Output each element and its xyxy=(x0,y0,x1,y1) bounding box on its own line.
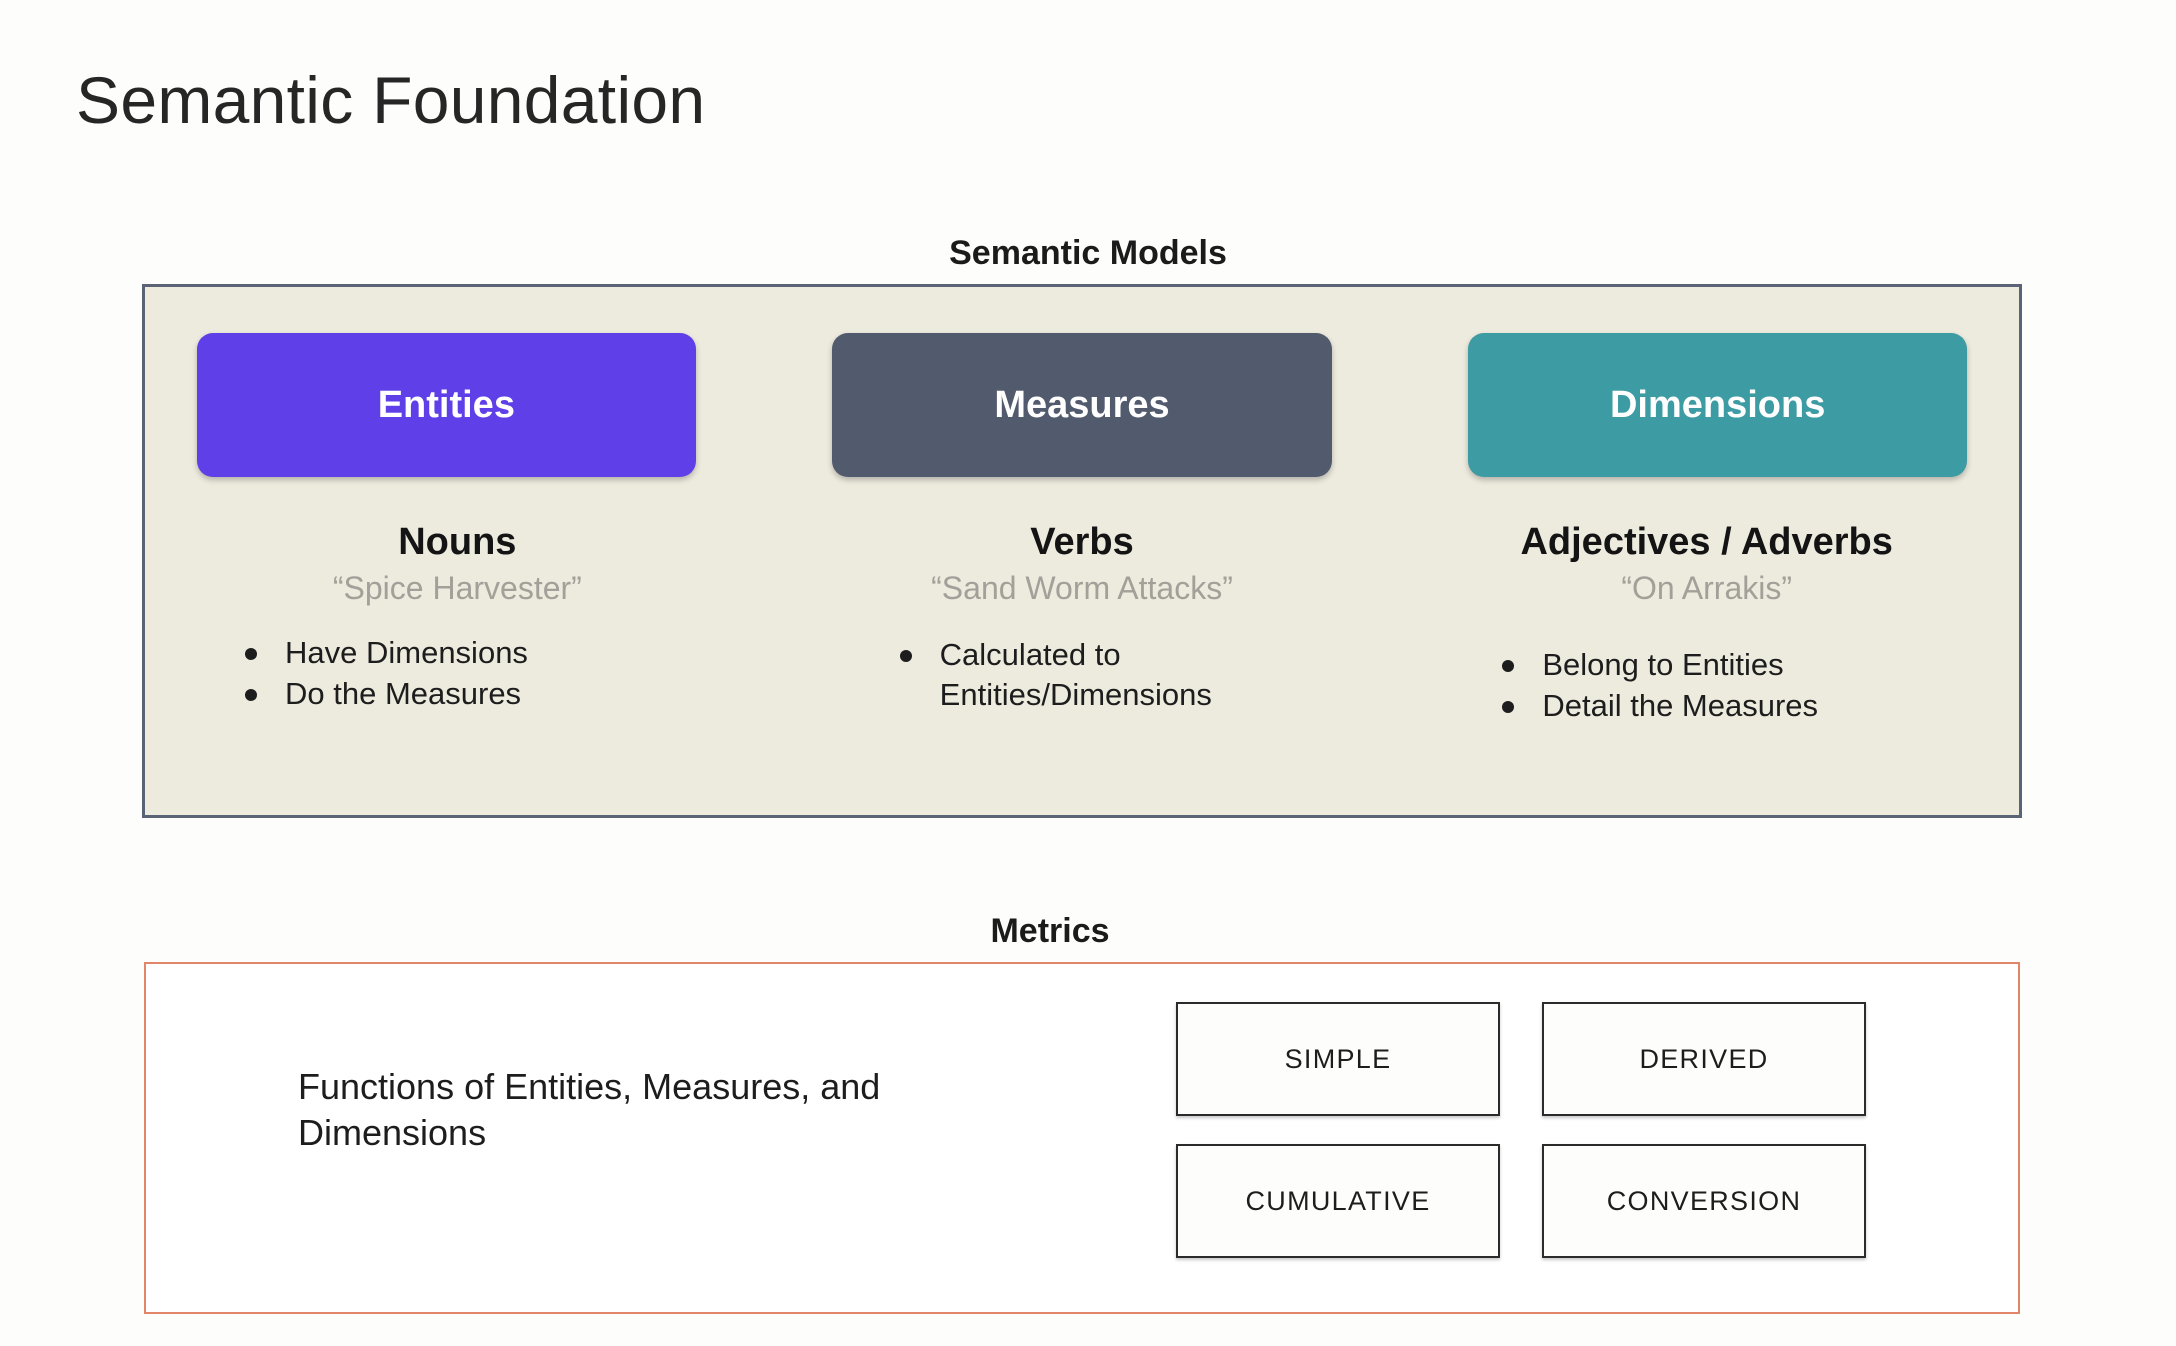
list-item: Detail the Measures xyxy=(1470,686,2019,726)
entities-chip[interactable]: Entities xyxy=(197,333,696,477)
dimensions-chip[interactable]: Dimensions xyxy=(1468,333,1968,477)
semantic-models-columns: Entities Nouns “Spice Harvester” Have Di… xyxy=(145,287,2019,815)
dimensions-part-of-speech: Adjectives / Adverbs xyxy=(1520,521,1893,563)
dimensions-example: “On Arrakis” xyxy=(1621,570,1793,606)
semantic-column-entities: Entities Nouns “Spice Harvester” Have Di… xyxy=(145,287,770,815)
measures-chip[interactable]: Measures xyxy=(831,333,1333,477)
list-item: Belong to Entities xyxy=(1470,645,2019,685)
measures-part-of-speech: Verbs xyxy=(1030,521,1134,563)
page-title: Semantic Foundation xyxy=(76,63,706,137)
entities-bullet-list: Have Dimensions Do the Measures xyxy=(213,633,770,713)
metrics-type-grid: SIMPLE DERIVED CUMULATIVE CONVERSION xyxy=(1176,1002,1866,1258)
metric-type-conversion[interactable]: CONVERSION xyxy=(1542,1144,1866,1258)
list-item: Have Dimensions xyxy=(213,633,770,673)
entities-example: “Spice Harvester” xyxy=(332,570,582,606)
metrics-heading: Metrics xyxy=(990,912,1110,950)
semantic-column-dimensions: Dimensions Adjectives / Adverbs “On Arra… xyxy=(1394,287,2019,815)
entities-part-of-speech: Nouns xyxy=(398,521,517,563)
dimensions-bullet-list: Belong to Entities Detail the Measures xyxy=(1470,645,2019,725)
metrics-description: Functions of Entities, Measures, and Dim… xyxy=(298,1066,881,1154)
semantic-models-heading: Semantic Models xyxy=(949,234,1227,272)
list-item: Do the Measures xyxy=(213,674,770,714)
measures-example: “Sand Worm Attacks” xyxy=(931,570,1233,606)
measures-bullet-list: Calculated to Entities/Dimensions xyxy=(868,635,1395,714)
metric-type-derived[interactable]: DERIVED xyxy=(1542,1002,1866,1116)
metrics-panel: Functions of Entities, Measures, and Dim… xyxy=(144,962,2020,1314)
metric-type-cumulative[interactable]: CUMULATIVE xyxy=(1176,1144,1500,1258)
list-item: Calculated to Entities/Dimensions xyxy=(868,635,1270,714)
semantic-column-measures: Measures Verbs “Sand Worm Attacks” Calcu… xyxy=(770,287,1395,815)
semantic-models-panel: Entities Nouns “Spice Harvester” Have Di… xyxy=(142,284,2022,818)
metric-type-simple[interactable]: SIMPLE xyxy=(1176,1002,1500,1116)
